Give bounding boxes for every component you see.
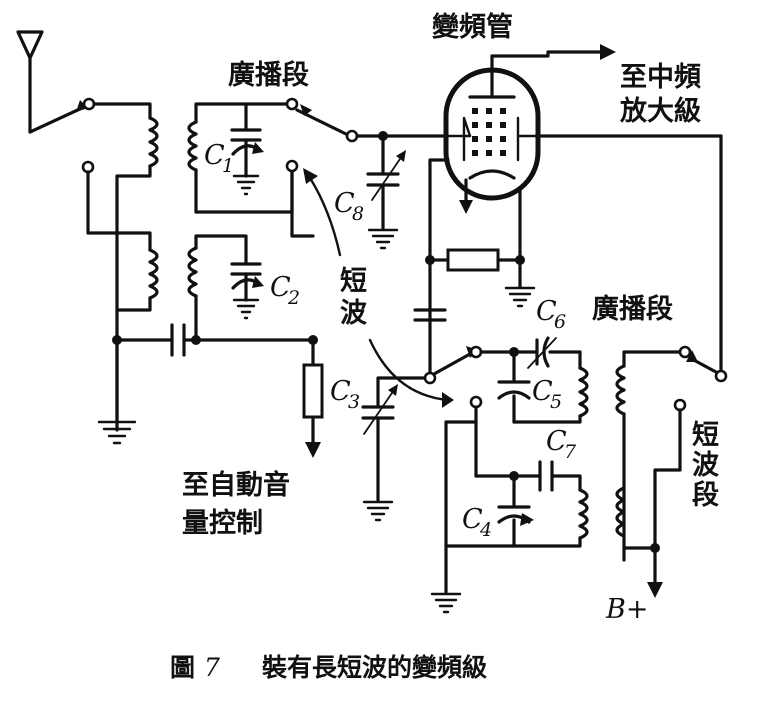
svg-text:6: 6 (554, 311, 566, 333)
broadcast-antenna-transformer (115, 116, 198, 432)
svg-text:C: C (330, 376, 351, 407)
plate-shortwave-coil (615, 398, 687, 598)
shortwave-arrows (303, 168, 454, 408)
designator-c4: C 4 (462, 504, 492, 541)
svg-text:8: 8 (352, 203, 364, 225)
designator-c3: C 3 (330, 376, 360, 413)
c3-tuning (361, 376, 432, 522)
ground-c1 (232, 174, 260, 196)
label-broadcast-band-top: 廣播段 (228, 60, 309, 91)
svg-text:2: 2 (287, 287, 300, 309)
label-avc-line1: 至自動音 (182, 469, 290, 501)
label-broadcast-band-right: 廣播段 (592, 294, 673, 325)
designator-c2: C 2 (270, 272, 300, 309)
label-b-plus: B+ (605, 594, 648, 625)
ground-c2 (232, 298, 260, 320)
designator-c5: C 5 (532, 376, 562, 413)
designator-c1: C 1 (204, 140, 234, 177)
label-avc-line2: 量控制 (182, 508, 263, 539)
svg-text:5: 5 (550, 391, 562, 413)
svg-text:C: C (334, 188, 355, 219)
cathode-network (413, 158, 536, 380)
label-shortwave-line2: 波 (340, 298, 368, 329)
converter-tube (443, 54, 541, 214)
avc-coupling (112, 170, 324, 458)
svg-text:C: C (546, 426, 567, 457)
shortwave-antenna-transformer (115, 246, 198, 312)
svg-text:4: 4 (479, 519, 492, 541)
svg-text:1: 1 (222, 155, 234, 177)
caption-number: 7 (204, 653, 220, 682)
caption-title: 裝有長短波的變頻級 (262, 653, 487, 682)
svg-text:C: C (532, 376, 553, 407)
svg-text:C: C (536, 296, 557, 327)
band-switch-oscillator (423, 345, 537, 409)
capacitor-c6 (527, 336, 582, 370)
antenna-switch (28, 97, 152, 252)
svg-text:7: 7 (564, 441, 577, 463)
osc-broadcast-coil (512, 366, 589, 424)
label-converter-tube: 變頻管 (432, 11, 513, 43)
label-to-if-line1: 至中頻 (620, 62, 701, 93)
label-shortwave-line1: 短 (340, 266, 367, 297)
label-shortwave-band-line2: 波 (692, 450, 720, 481)
svg-text:C: C (204, 140, 225, 171)
capacitor-c5 (497, 350, 531, 424)
label-shortwave-band-line1: 短 (692, 420, 719, 451)
figure-caption: 圖 7 裝有長短波的變頻級 (170, 653, 487, 682)
designator-c7: C 7 (546, 426, 577, 463)
label-shortwave-band-line3: 段 (692, 480, 719, 511)
svg-text:C: C (270, 272, 291, 303)
band-switch-top (295, 104, 450, 143)
svg-text:C: C (462, 504, 483, 535)
osc-shortwave-tank (430, 405, 589, 614)
ground-left (97, 338, 137, 445)
designator-c8: C 8 (334, 188, 364, 225)
antenna (16, 30, 44, 134)
tube-output-arrow (490, 44, 616, 60)
svg-text:3: 3 (348, 391, 360, 413)
label-to-if-line2: 放大級 (619, 95, 701, 127)
shortwave-tank-wiring (194, 234, 264, 342)
designator-c6: C 6 (536, 296, 566, 333)
capacitor-c8 (366, 134, 406, 250)
caption-figure: 圖 (170, 653, 195, 682)
band-switch-plate (686, 134, 728, 383)
